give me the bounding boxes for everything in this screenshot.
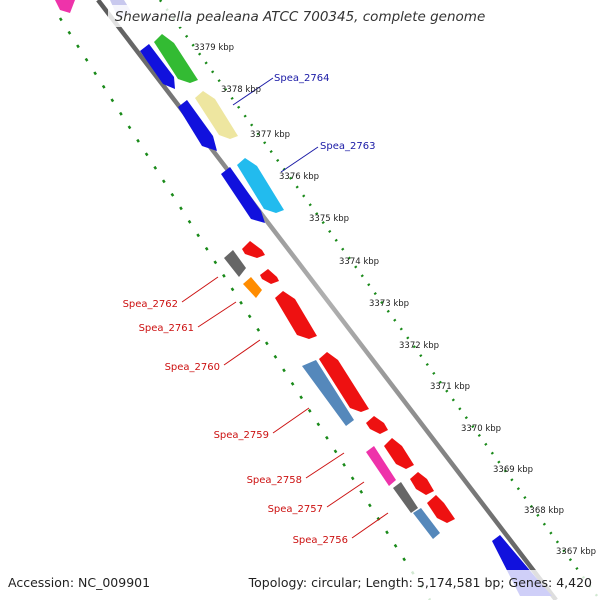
tick-label: 3379 kbp (194, 43, 234, 53)
tick-label: 3368 kbp (524, 506, 564, 516)
gene-spea-2761[interactable] (243, 277, 262, 298)
gene-blue-b[interactable] (178, 100, 217, 151)
leader-spea-2764 (232, 77, 274, 106)
tick-label: 3367 kbp (556, 547, 596, 557)
leader-spea-2756 (351, 512, 389, 539)
tick-label: 3369 kbp (493, 465, 533, 475)
leader-spea-2760 (223, 339, 261, 366)
gene-magenta-top[interactable] (55, 0, 75, 13)
gene-spea-2758[interactable] (384, 438, 414, 469)
tick-label: 3375 kbp (309, 214, 349, 224)
gene-steel-blue-a[interactable] (302, 360, 354, 426)
gene-label-spea-2762[interactable]: Spea_2762 (123, 299, 178, 310)
gc-track-inner (58, 17, 432, 600)
title-backdrop (108, 5, 490, 27)
gene-label-spea-2763[interactable]: Spea_2763 (320, 141, 375, 152)
gene-label-spea-2756[interactable]: Spea_2756 (293, 535, 348, 546)
gene-green[interactable] (154, 34, 198, 83)
map-title: Shewanella pealeana ATCC 700345, complet… (115, 9, 486, 25)
gene-label-spea-2760[interactable]: Spea_2760 (165, 362, 220, 373)
accession-label: Accession: NC_009901 (8, 575, 150, 590)
gene-red-small-b[interactable] (260, 269, 279, 284)
gene-spea-2762[interactable] (224, 250, 246, 277)
gene-label-spea-2757[interactable]: Spea_2757 (268, 504, 323, 515)
gene-spea-2756[interactable] (427, 495, 455, 523)
gene-steel-blue-b[interactable] (413, 508, 440, 539)
gene-blue-c[interactable] (221, 167, 265, 223)
gene-label-spea-2761[interactable]: Spea_2761 (139, 323, 194, 334)
tick-label: 3370 kbp (461, 424, 501, 434)
gene-spea-2760[interactable] (275, 291, 317, 339)
leader-spea-2759 (272, 407, 310, 434)
tick-label: 3371 kbp (430, 382, 470, 392)
gene-spea-2763[interactable] (237, 158, 284, 213)
tick-label: 3378 kbp (221, 85, 261, 95)
gene-spea-2757[interactable] (410, 472, 434, 495)
gene-label-spea-2758[interactable]: Spea_2758 (247, 475, 302, 486)
gene-label-spea-2759[interactable]: Spea_2759 (214, 430, 269, 441)
leader-spea-2757 (326, 481, 365, 508)
tick-label: 3376 kbp (279, 172, 319, 182)
genome-summary: Topology: circular; Length: 5,174,581 bp… (248, 575, 592, 590)
tick-label: 3373 kbp (369, 299, 409, 309)
gene-gray[interactable] (393, 482, 418, 513)
tick-label: 3374 kbp (339, 257, 379, 267)
leader-spea-2763 (280, 146, 319, 173)
gene-label-spea-2764[interactable]: Spea_2764 (274, 73, 329, 84)
leader-spea-2761 (197, 301, 237, 328)
gene-red-c[interactable] (366, 416, 388, 434)
gene-blue-a[interactable] (140, 44, 175, 89)
leader-spea-2762 (181, 276, 219, 303)
leader-spea-2758 (305, 452, 345, 479)
gene-spea-2764[interactable] (195, 91, 238, 139)
gene-spea-2759[interactable] (319, 352, 369, 412)
gene-red-small-a[interactable] (242, 241, 265, 258)
tick-label: 3372 kbp (399, 341, 439, 351)
tick-label: 3377 kbp (250, 130, 290, 140)
footer-backdrop (0, 570, 600, 600)
genome-backbone (96, 0, 558, 600)
gene-magenta[interactable] (366, 446, 396, 486)
